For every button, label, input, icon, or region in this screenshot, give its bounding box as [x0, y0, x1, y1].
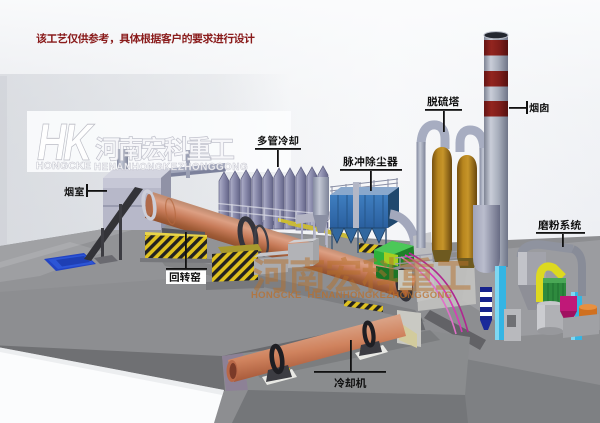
svg-text:HONGCKE: HONGCKE — [36, 160, 91, 172]
svg-text:HK: HK — [37, 113, 95, 171]
svg-text:HONGCKE HENANHONGKEZHONGGONG: HONGCKE HENANHONGKEZHONGGONG — [251, 290, 452, 301]
svg-text:HENANHONGKEZHONGGONG: HENANHONGKEZHONGGONG — [94, 162, 248, 173]
